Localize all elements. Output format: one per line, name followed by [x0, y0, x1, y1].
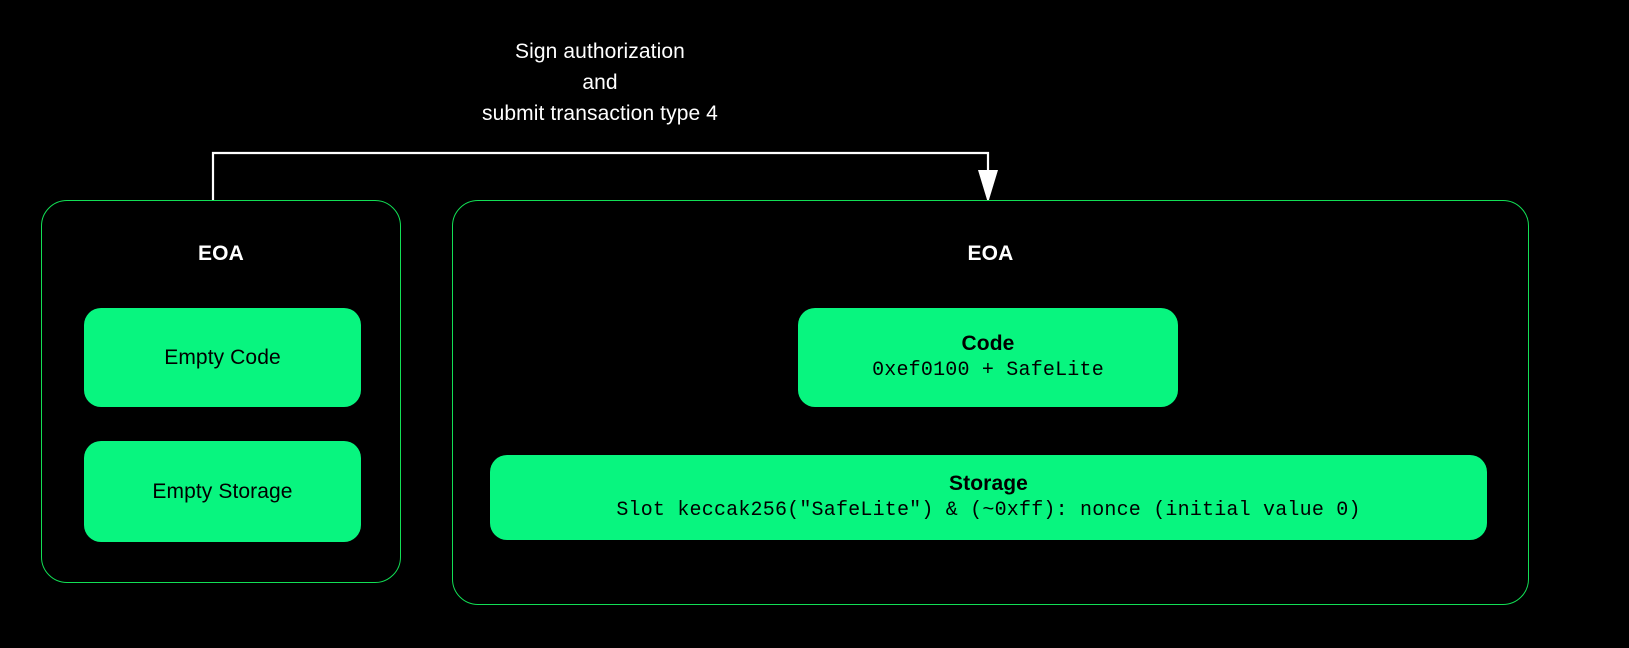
- card-code-detail: 0xef0100 + SafeLite: [872, 359, 1104, 382]
- card-code-label: Code: [961, 332, 1015, 355]
- card-storage-label: Storage: [949, 472, 1028, 495]
- card-storage-detail: Slot keccak256("SafeLite") & (~0xff): no…: [616, 499, 1361, 522]
- card-storage: Storage Slot keccak256("SafeLite") & (~0…: [490, 455, 1487, 540]
- panel-title-before: EOA: [197, 242, 245, 265]
- card-empty-storage-label: Empty Storage: [152, 480, 293, 503]
- panel-title-after: EOA: [967, 242, 1014, 265]
- flow-caption: Sign authorization and submit transactio…: [482, 40, 718, 125]
- card-empty-storage: Empty Storage: [84, 441, 361, 542]
- card-empty-code: Empty Code: [84, 308, 361, 407]
- card-code: Code 0xef0100 + SafeLite: [798, 308, 1178, 407]
- card-empty-code-label: Empty Code: [164, 346, 281, 369]
